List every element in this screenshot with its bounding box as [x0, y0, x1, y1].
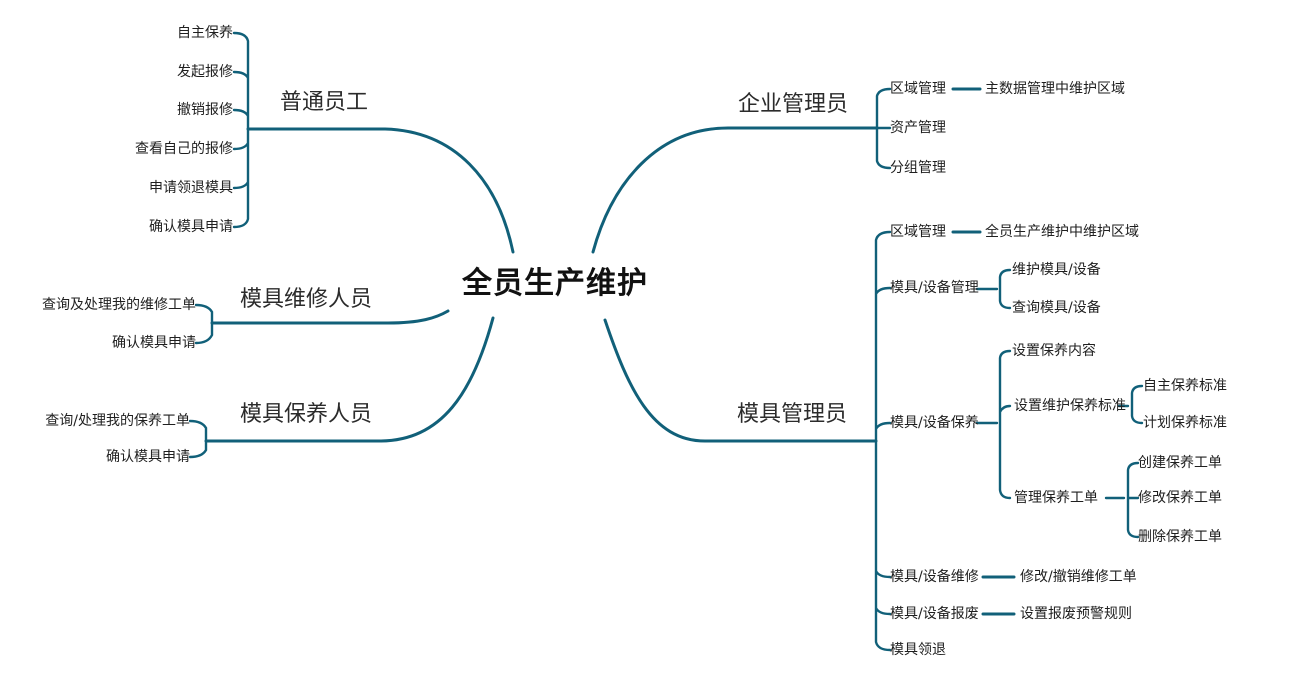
node-maintain-region-in-tpm[interactable]: 全员生产维护中维护区域	[985, 224, 1139, 240]
node-manage-maintenance-orders[interactable]: 管理保养工单	[1014, 490, 1098, 506]
root-node[interactable]: 全员生产维护	[462, 266, 648, 301]
node-region-management[interactable]: 区域管理	[890, 81, 946, 97]
node-create-maintenance-order[interactable]: 创建保养工单	[1138, 455, 1222, 471]
node-self-maintenance[interactable]: 自主保养	[177, 25, 233, 41]
bracket-mold-admin-children	[874, 230, 892, 652]
connector-mold-maintenance-staff	[204, 316, 495, 443]
bracket-mold-equipment-maintenance-children	[975, 349, 1012, 500]
node-group-management[interactable]: 分组管理	[890, 160, 946, 176]
node-set-maintenance-standards[interactable]: 设置维护保养标准	[1014, 398, 1126, 414]
node-mold-equipment-repair[interactable]: 模具/设备维修	[890, 569, 979, 585]
connector-ordinary-employee	[246, 127, 515, 254]
node-apply-mold-checkout-return[interactable]: 申请领退模具	[149, 180, 233, 196]
node-region-management-2[interactable]: 区域管理	[890, 224, 946, 240]
node-delete-maintenance-order[interactable]: 删除保养工单	[1138, 529, 1222, 545]
node-query-mold-equipment[interactable]: 查询模具/设备	[1012, 300, 1101, 316]
node-mold-equipment-scrap[interactable]: 模具/设备报废	[890, 606, 979, 622]
node-query-handle-my-repair-orders[interactable]: 查询及处理我的维修工单	[42, 297, 196, 313]
node-confirm-mold-application-3[interactable]: 确认模具申请	[106, 449, 190, 465]
bracket-maintenance-standards-children	[1117, 384, 1144, 425]
node-mold-admin[interactable]: 模具管理员	[737, 402, 848, 427]
node-planned-maintenance-standard[interactable]: 计划保养标准	[1143, 415, 1227, 431]
connector-mold-repair-staff	[210, 309, 450, 325]
node-ordinary-employee[interactable]: 普通员工	[280, 90, 369, 115]
node-mold-maintenance-staff[interactable]: 模具保养人员	[240, 402, 373, 427]
bracket-ordinary-employee-children	[232, 31, 250, 229]
bracket-mold-equipment-management-children	[975, 268, 1012, 310]
node-asset-management[interactable]: 资产管理	[890, 120, 946, 136]
connector-enterprise-admin	[591, 126, 879, 254]
bracket-enterprise-admin-children	[875, 87, 892, 170]
bracket-mold-maintenance-staff-children	[188, 419, 208, 459]
node-set-scrap-warning-rules[interactable]: 设置报废预警规则	[1020, 606, 1132, 622]
bracket-manage-maintenance-orders-children	[1104, 461, 1140, 539]
node-mold-checkout-return[interactable]: 模具领退	[890, 642, 946, 658]
node-enterprise-admin[interactable]: 企业管理员	[738, 92, 849, 117]
node-self-maintenance-standard[interactable]: 自主保养标准	[1143, 378, 1227, 394]
node-mold-repair-staff[interactable]: 模具维修人员	[240, 287, 373, 312]
node-maintain-mold-equipment[interactable]: 维护模具/设备	[1012, 262, 1101, 278]
bracket-mold-repair-staff-children	[194, 303, 214, 345]
node-modify-maintenance-order[interactable]: 修改保养工单	[1138, 490, 1222, 506]
node-view-my-repair-requests[interactable]: 查看自己的报修	[135, 141, 233, 157]
node-confirm-mold-application-2[interactable]: 确认模具申请	[112, 335, 196, 351]
node-mold-equipment-management[interactable]: 模具/设备管理	[890, 280, 979, 296]
connector-mold-admin	[603, 318, 878, 443]
node-confirm-mold-application[interactable]: 确认模具申请	[149, 219, 233, 235]
node-maintain-region-in-master-data[interactable]: 主数据管理中维护区域	[985, 81, 1125, 97]
node-mold-equipment-maintenance[interactable]: 模具/设备保养	[890, 415, 979, 431]
node-cancel-repair-request[interactable]: 撤销报修	[177, 102, 233, 118]
node-initiate-repair-request[interactable]: 发起报修	[177, 64, 233, 80]
node-query-handle-my-maintenance-orders[interactable]: 查询/处理我的保养工单	[45, 413, 190, 429]
node-set-maintenance-content[interactable]: 设置保养内容	[1012, 343, 1096, 359]
node-modify-cancel-repair-order[interactable]: 修改/撤销维修工单	[1020, 569, 1137, 585]
